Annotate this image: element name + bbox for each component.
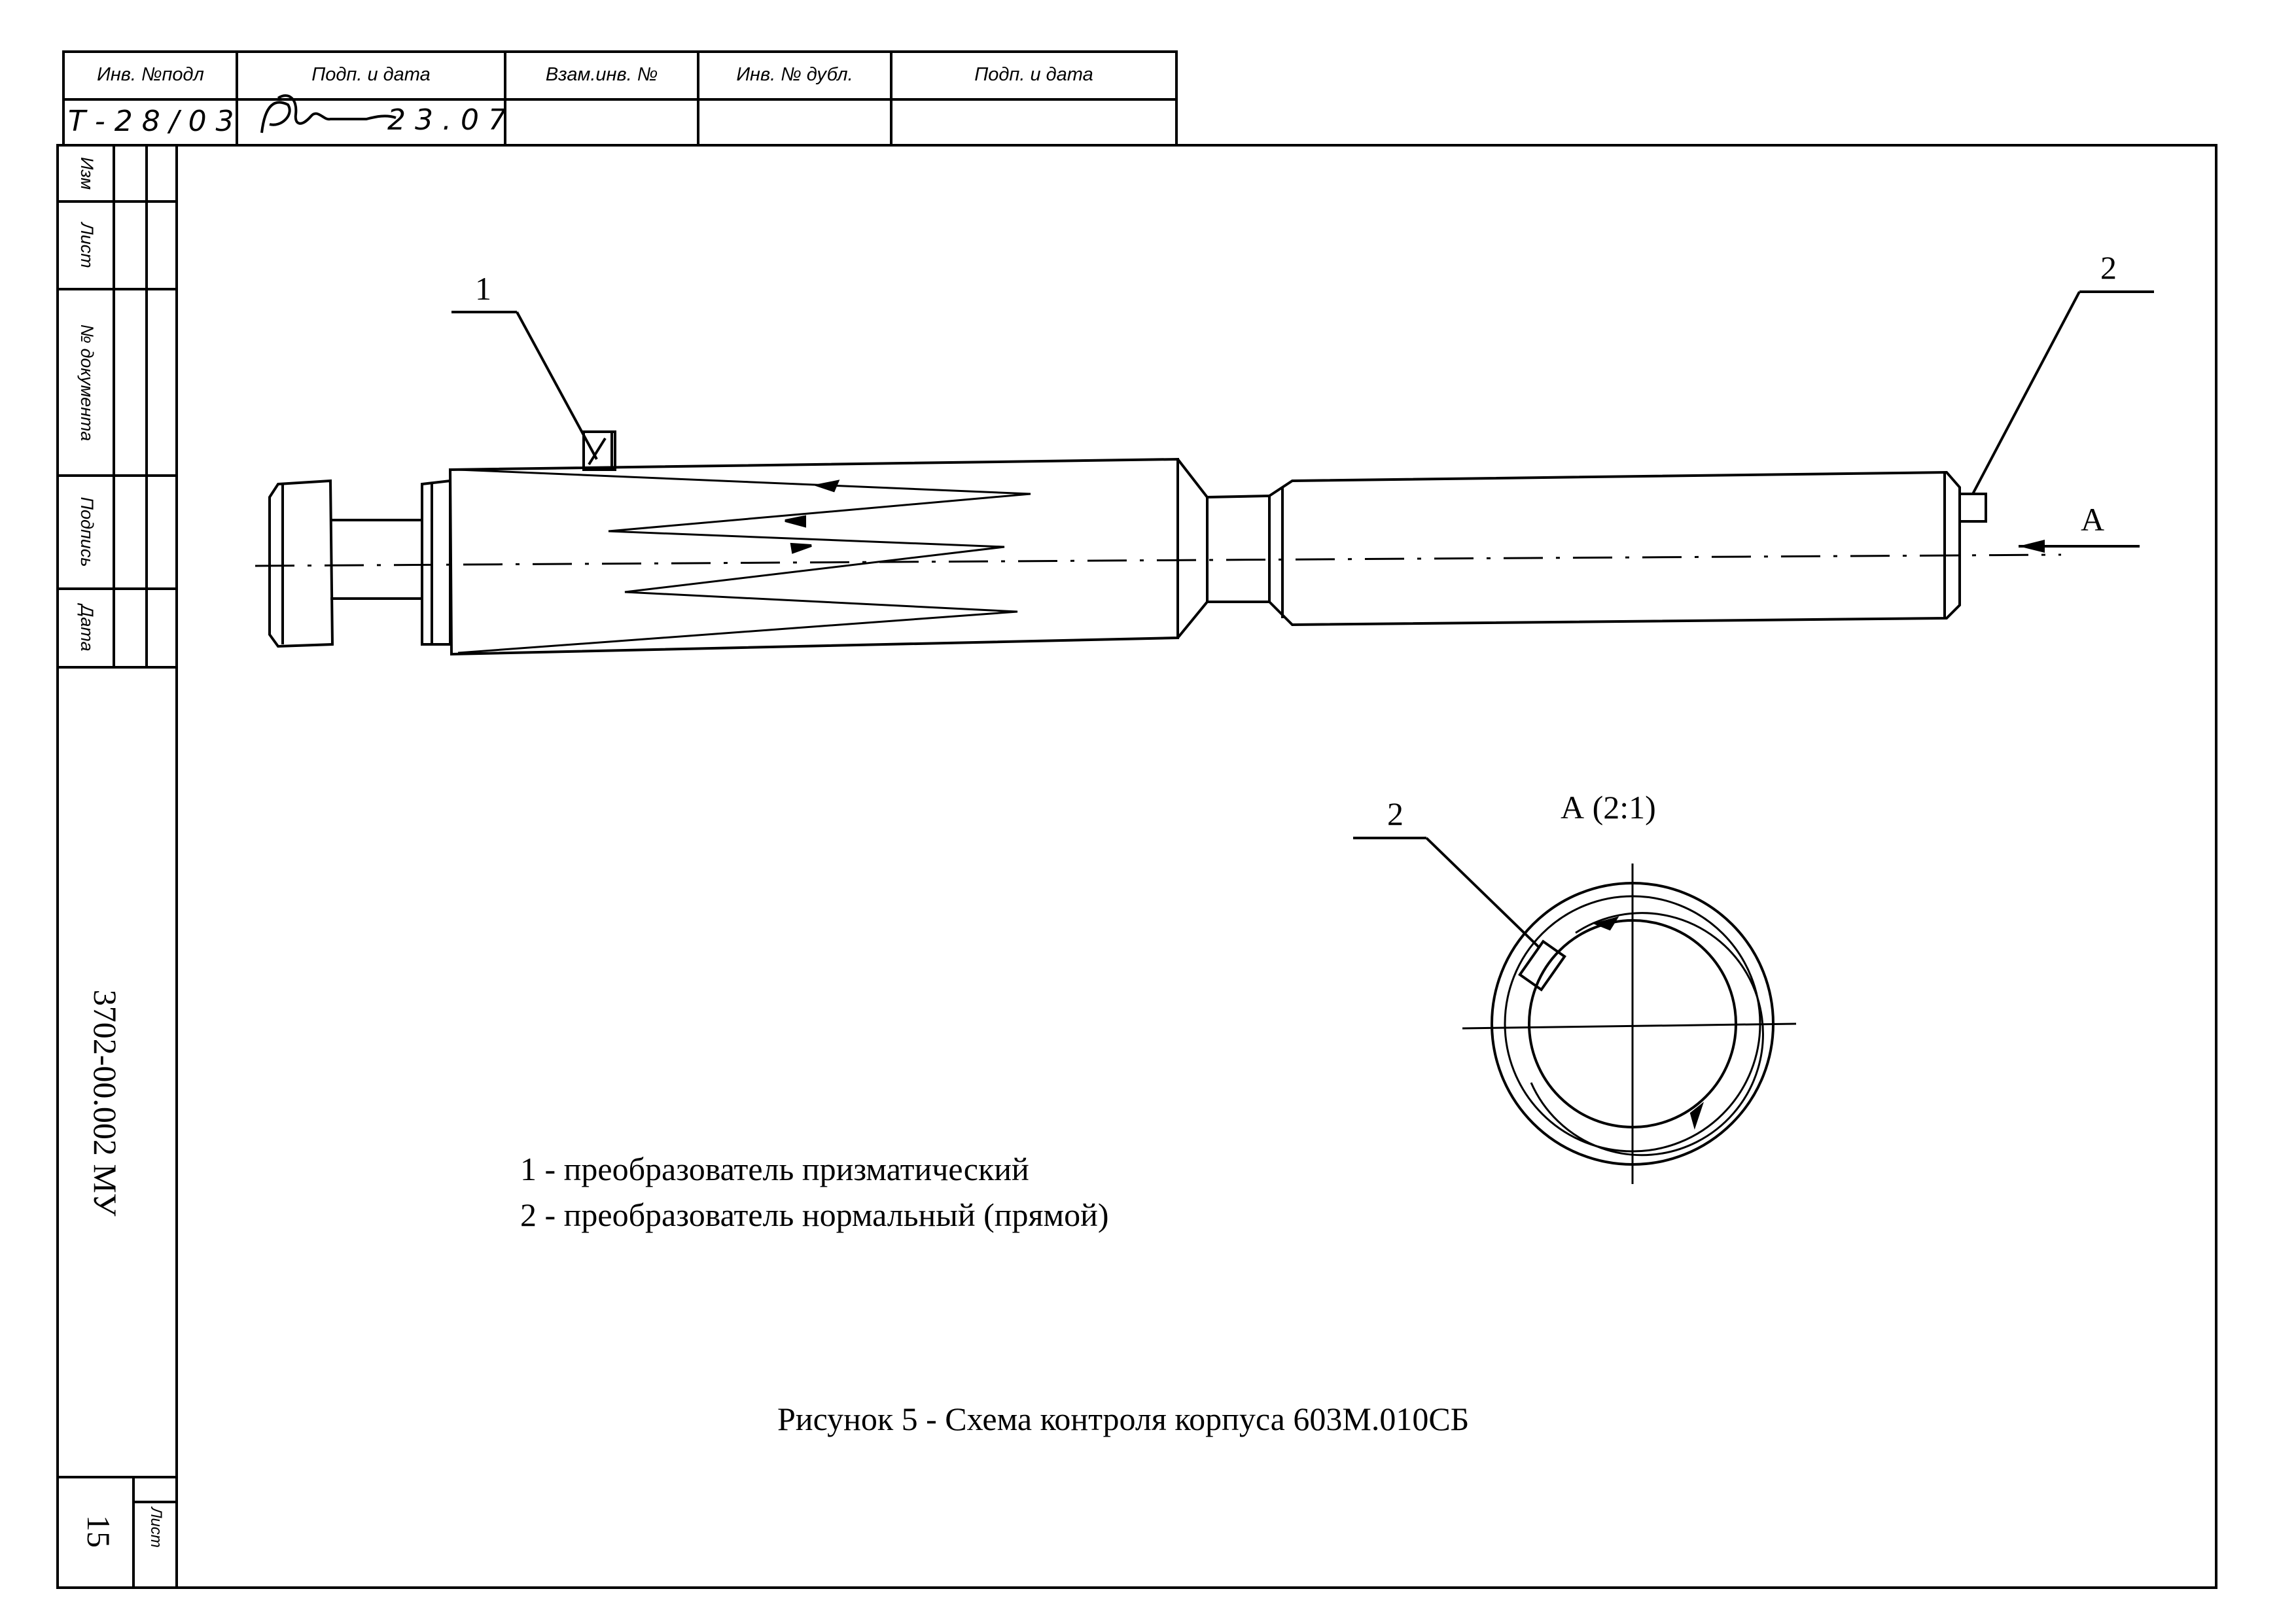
shaft-centerline [255,553,2062,567]
side-label-izm: Изм [77,156,97,190]
legend-item-2: 2 - преобразователь нормальный (прямой) [520,1196,1109,1233]
transducer-2 [1958,493,1987,523]
sign-date-value: 23.07 [387,103,516,137]
stamp-header-inv-podl: Инв. №подл [97,64,204,85]
stamp-header-inv-dubl: Инв. № дубл. [736,64,853,85]
legend-item-1: 1 - преобразователь призматический [520,1151,1029,1187]
sheet-label: Лист [147,1507,165,1548]
view-a-label: А (2:1) [1561,789,1656,826]
transducer-1 [582,430,616,471]
side-label-list: Лист [77,222,97,268]
callout-2-section: 2 [1387,795,1404,832]
transducer-2-section [1518,939,1566,992]
document-code: 3702-00.002 МУ [87,989,124,1217]
callout-2: 2 [2100,249,2117,286]
thread-section [1268,470,1961,627]
callout-arrow-a: А [2081,501,2105,538]
side-label-podpis: Подпись [77,497,97,567]
sheet-number: 15 [80,1515,117,1548]
stamp-header-sign-date-2: Подп. и дата [974,64,1093,85]
callout-1: 1 [475,270,491,307]
collar [421,479,451,646]
beam-path [457,468,1031,654]
scan-arc [1530,912,1764,1157]
main-body [448,457,1179,656]
side-label-data: Дата [77,604,97,652]
stamp-header-sign-date: Подп. и дата [311,64,431,85]
figure-caption: Рисунок 5 - Схема контроля корпуса 603М.… [777,1401,1470,1437]
taper-section [1176,458,1209,639]
side-label-document: № документа [77,324,97,442]
small-shaft [1207,494,1271,603]
inv-number-value: Т-28/03 [68,105,243,138]
drawing-frame [56,144,2217,1589]
stamp-header-vzam-inv: Взам.инв. № [545,64,658,85]
left-knob [268,479,334,648]
signature-mark [260,94,397,133]
